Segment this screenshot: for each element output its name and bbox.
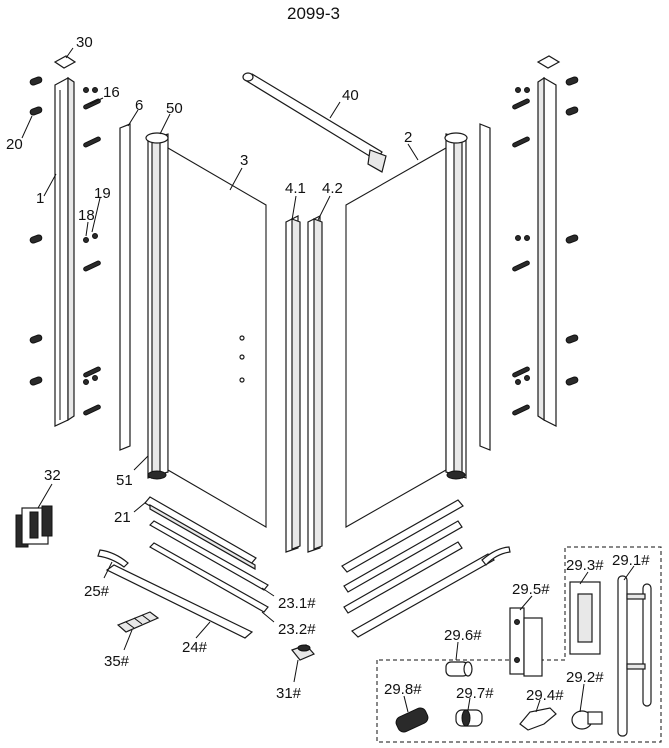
cap-30 bbox=[53, 55, 77, 69]
diagram-title: 2099-3 bbox=[287, 4, 340, 23]
leader-lines bbox=[21, 47, 635, 713]
label-32: 32 bbox=[44, 467, 61, 484]
bottom-profile-21 bbox=[144, 496, 257, 571]
end-cap-25 bbox=[97, 549, 129, 568]
knob-29-2 bbox=[571, 710, 603, 730]
right-cap bbox=[536, 55, 561, 69]
corner-profile-4-2 bbox=[307, 215, 323, 553]
right-fixings bbox=[512, 76, 579, 416]
handle-29-3 bbox=[569, 581, 601, 655]
knob-29-7 bbox=[455, 709, 483, 727]
bottom-profile-23-1 bbox=[149, 520, 269, 591]
right-bottom-profiles bbox=[341, 499, 511, 638]
label-35: 35# bbox=[104, 653, 130, 670]
label-24: 24# bbox=[182, 639, 208, 656]
label-29-4: 29.4# bbox=[526, 687, 564, 704]
block-31 bbox=[291, 644, 316, 661]
left-fixings bbox=[29, 76, 101, 416]
label-6: 6 bbox=[135, 97, 143, 114]
seal-strip-6 bbox=[119, 123, 131, 451]
label-29-7: 29.7# bbox=[456, 685, 494, 702]
glass-door-3 bbox=[167, 147, 267, 528]
label-29-5: 29.5# bbox=[512, 581, 550, 598]
label-20: 20 bbox=[6, 136, 23, 153]
label-19: 19 bbox=[94, 185, 111, 202]
label-29-2: 29.2# bbox=[566, 669, 604, 686]
knob-29-8 bbox=[395, 707, 429, 733]
label-1: 1 bbox=[36, 190, 44, 207]
label-31: 31# bbox=[276, 685, 302, 702]
corner-profile-4-1 bbox=[285, 215, 301, 553]
hardware-box bbox=[376, 546, 662, 743]
label-40: 40 bbox=[342, 87, 359, 104]
handle-29-1 bbox=[617, 575, 652, 737]
label-29-3: 29.3# bbox=[566, 557, 604, 574]
label-23-1: 23.1# bbox=[278, 595, 316, 612]
label-4-2: 4.2 bbox=[322, 180, 343, 197]
knob-29-4 bbox=[519, 707, 557, 731]
label-29-8: 29.8# bbox=[384, 681, 422, 698]
handle-29-5 bbox=[509, 607, 543, 677]
label-23-2: 23.2# bbox=[278, 621, 316, 638]
label-50: 50 bbox=[166, 100, 183, 117]
label-16: 16 bbox=[103, 84, 120, 101]
threshold-24 bbox=[105, 564, 254, 639]
support-bar-40 bbox=[242, 72, 387, 173]
label-18: 18 bbox=[78, 207, 95, 224]
left-wall-profile bbox=[54, 76, 75, 427]
right-hinge-profile bbox=[444, 132, 468, 480]
glass-door-2 bbox=[345, 147, 447, 528]
label-2: 2 bbox=[404, 129, 412, 146]
knob-29-6 bbox=[445, 661, 473, 677]
label-3: 3 bbox=[240, 152, 248, 169]
label-30: 30 bbox=[76, 34, 93, 51]
roller-block-32 bbox=[15, 505, 53, 548]
label-29-1: 29.1# bbox=[612, 552, 650, 569]
label-21: 21 bbox=[114, 509, 131, 526]
right-seal-strip bbox=[479, 123, 491, 451]
pad-35 bbox=[116, 611, 160, 633]
label-29-6: 29.6# bbox=[444, 627, 482, 644]
right-wall-profile bbox=[537, 76, 557, 427]
label-25: 25# bbox=[84, 583, 110, 600]
bottom-profile-23-2 bbox=[149, 542, 269, 613]
label-51: 51 bbox=[116, 472, 133, 489]
label-4-1: 4.1 bbox=[285, 180, 306, 197]
left-hinge-profile bbox=[145, 132, 169, 480]
